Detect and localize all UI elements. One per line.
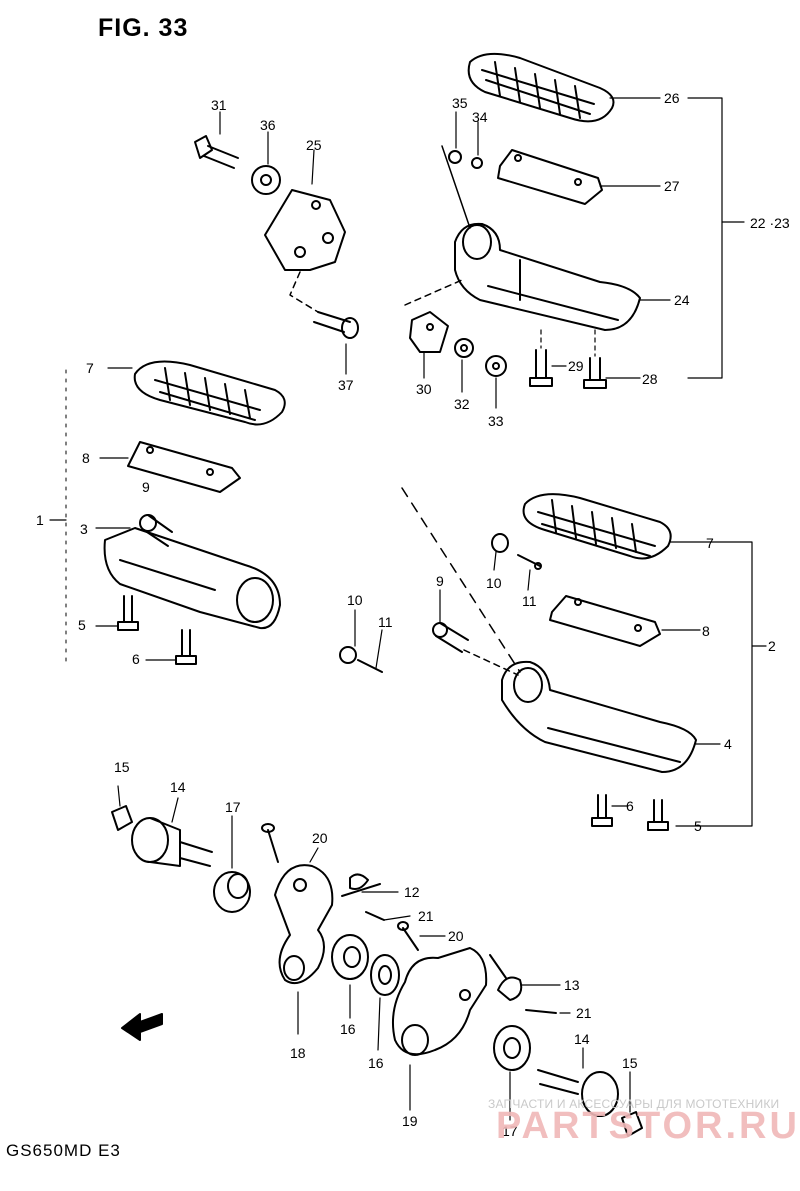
watermark-logo: PARTSTOR.RU xyxy=(496,1105,800,1147)
spring-13-21 xyxy=(489,954,557,1014)
callout-15-left: 15 xyxy=(114,759,130,775)
callout-7-right: 7 xyxy=(706,535,714,551)
callout-29: 29 xyxy=(568,358,584,374)
callout-18: 18 xyxy=(290,1045,306,1061)
callout-31: 31 xyxy=(211,97,227,113)
washer-36 xyxy=(251,165,281,195)
callout-8-right: 8 xyxy=(702,623,710,639)
washer-16-b xyxy=(370,954,400,996)
callout-10-center: 10 xyxy=(347,592,363,608)
arm-19 xyxy=(392,947,488,1056)
washer-10-right xyxy=(491,533,509,553)
callout-7-left: 7 xyxy=(86,360,94,376)
arm-18 xyxy=(274,864,334,984)
pin-11-right xyxy=(517,554,542,570)
callout-9-left: 9 xyxy=(142,479,150,495)
pin-20-mid xyxy=(397,921,419,951)
footrest-rubber-26 xyxy=(467,52,615,123)
footrest-rubber-7-right xyxy=(522,493,672,560)
callout-16-b: 16 xyxy=(368,1055,384,1071)
plate-27 xyxy=(497,149,603,205)
callout-4: 4 xyxy=(724,736,732,752)
collar-17-right xyxy=(493,1025,531,1071)
forward-arrow xyxy=(121,1013,163,1041)
nut-15-left xyxy=(111,805,133,831)
callout-6-right: 6 xyxy=(626,798,634,814)
callout-33: 33 xyxy=(488,413,504,429)
callout-13: 13 xyxy=(564,977,580,993)
pin-10-11-center xyxy=(339,646,383,673)
callout-34: 34 xyxy=(472,109,488,125)
bolt-14-left xyxy=(131,817,213,867)
pin-9-right xyxy=(432,622,469,653)
callout-20-mid: 20 xyxy=(448,928,464,944)
callout-5-right: 5 xyxy=(694,818,702,834)
footrest-4 xyxy=(501,660,697,773)
callout-24: 24 xyxy=(674,292,690,308)
bolt-14-right xyxy=(537,1069,619,1117)
callout-27: 27 xyxy=(664,178,680,194)
nut-15-right xyxy=(621,1111,643,1137)
callout-17-right: 17 xyxy=(502,1123,518,1139)
pin-35-34 xyxy=(441,145,483,229)
callout-28: 28 xyxy=(642,371,658,387)
footrest-rubber-7-left xyxy=(133,360,286,426)
pin-top xyxy=(261,823,279,863)
callout-11-center: 11 xyxy=(378,614,393,630)
callout-5-left: 5 xyxy=(78,617,86,633)
footrest-24 xyxy=(454,222,641,331)
callout-21-right: 21 xyxy=(576,1005,592,1021)
watermark-tagline: ЗАПЧАСТИ И АКСЕССУАРЫ ДЛЯ МОТОТЕХНИКИ xyxy=(488,1097,780,1111)
callout-25: 25 xyxy=(306,137,322,153)
callout-21-mid: 21 xyxy=(418,908,434,924)
spring-20-12 xyxy=(341,873,385,921)
callout-11-right: 11 xyxy=(522,593,537,609)
bolt-37 xyxy=(289,271,359,339)
callout-9-right: 9 xyxy=(436,573,444,589)
bolts-28-29 xyxy=(529,329,607,389)
bracket-25 xyxy=(264,189,346,271)
callout-14-right: 14 xyxy=(574,1031,590,1047)
callout-20-top: 20 xyxy=(312,830,328,846)
callout-17-left: 17 xyxy=(225,799,241,815)
callout-15-right: 15 xyxy=(622,1055,638,1071)
plate-8-right xyxy=(549,595,661,647)
callout-35: 35 xyxy=(452,95,468,111)
bolt-31 xyxy=(194,135,239,169)
callout-26: 26 xyxy=(664,90,680,106)
bolts-5-6-right xyxy=(591,794,669,831)
footrest-3 xyxy=(103,527,281,630)
figure-title: FIG. 33 xyxy=(98,14,189,42)
callout-6-left: 6 xyxy=(132,651,140,667)
callout-12: 12 xyxy=(404,884,420,900)
callout-16-a: 16 xyxy=(340,1021,356,1037)
washer-16-a xyxy=(331,934,369,980)
callout-30: 30 xyxy=(416,381,432,397)
callout-2: 2 xyxy=(768,638,776,654)
model-code: GS650MD E3 xyxy=(6,1141,121,1160)
plate-8-left xyxy=(127,441,241,493)
callout-1: 1 xyxy=(36,512,44,528)
callout-3: 3 xyxy=(80,521,88,537)
callout-22-23: 22 ·23 xyxy=(750,215,790,231)
collar-17-left xyxy=(213,871,251,913)
callout-37: 37 xyxy=(338,377,354,393)
callout-8-left: 8 xyxy=(82,450,90,466)
small-parts-30-32-33 xyxy=(404,279,507,377)
callout-32: 32 xyxy=(454,396,470,412)
callout-36: 36 xyxy=(260,117,276,133)
callout-10-right: 10 xyxy=(486,575,502,591)
callout-14-left: 14 xyxy=(170,779,186,795)
callout-19: 19 xyxy=(402,1113,418,1129)
